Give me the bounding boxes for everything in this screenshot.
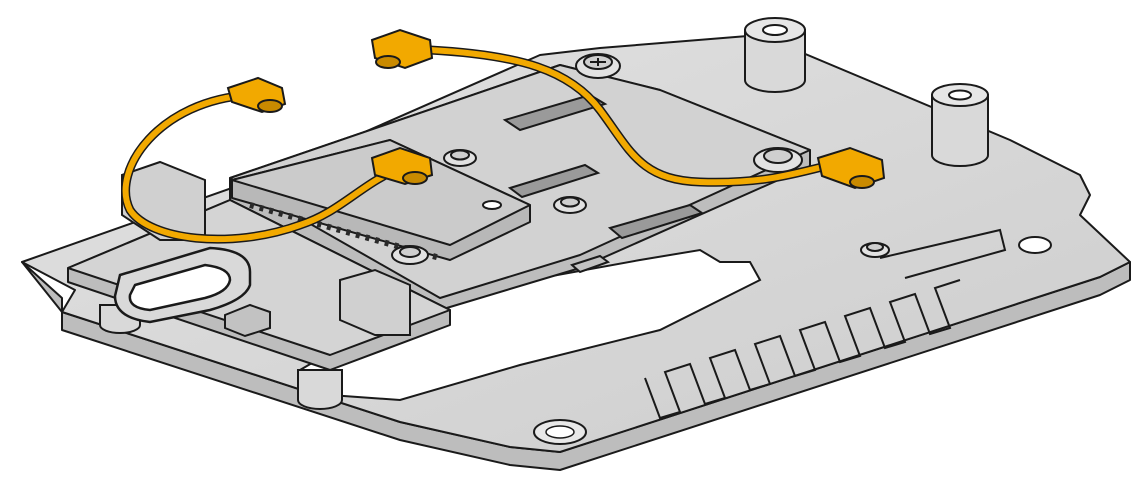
screw-icon	[860, 242, 890, 258]
ufl-connector-icon	[370, 146, 434, 186]
usb-c-port-icon	[113, 246, 252, 324]
coax-cable-left	[121, 90, 405, 244]
screw-icon	[443, 149, 477, 167]
smd-component	[224, 254, 611, 338]
ufl-connector-icon	[226, 76, 287, 114]
screw-icon	[753, 147, 803, 173]
ufl-connector-icon	[816, 146, 886, 190]
slot-hole	[1018, 236, 1052, 254]
rf-module	[231, 139, 531, 261]
screw-icon	[575, 53, 621, 79]
pcb-antenna-trace-icon	[644, 228, 1007, 420]
standoff-icon	[297, 369, 343, 410]
board-connector	[502, 93, 705, 240]
ufl-connector-icon	[370, 28, 434, 70]
coax-cable-right	[425, 45, 835, 187]
plate-cutout	[298, 248, 762, 402]
standoff-icon	[931, 83, 989, 167]
mounting-hole	[533, 419, 587, 445]
screw-icon	[391, 245, 429, 265]
screw-icon	[553, 196, 587, 214]
standoff-icon	[744, 17, 806, 93]
